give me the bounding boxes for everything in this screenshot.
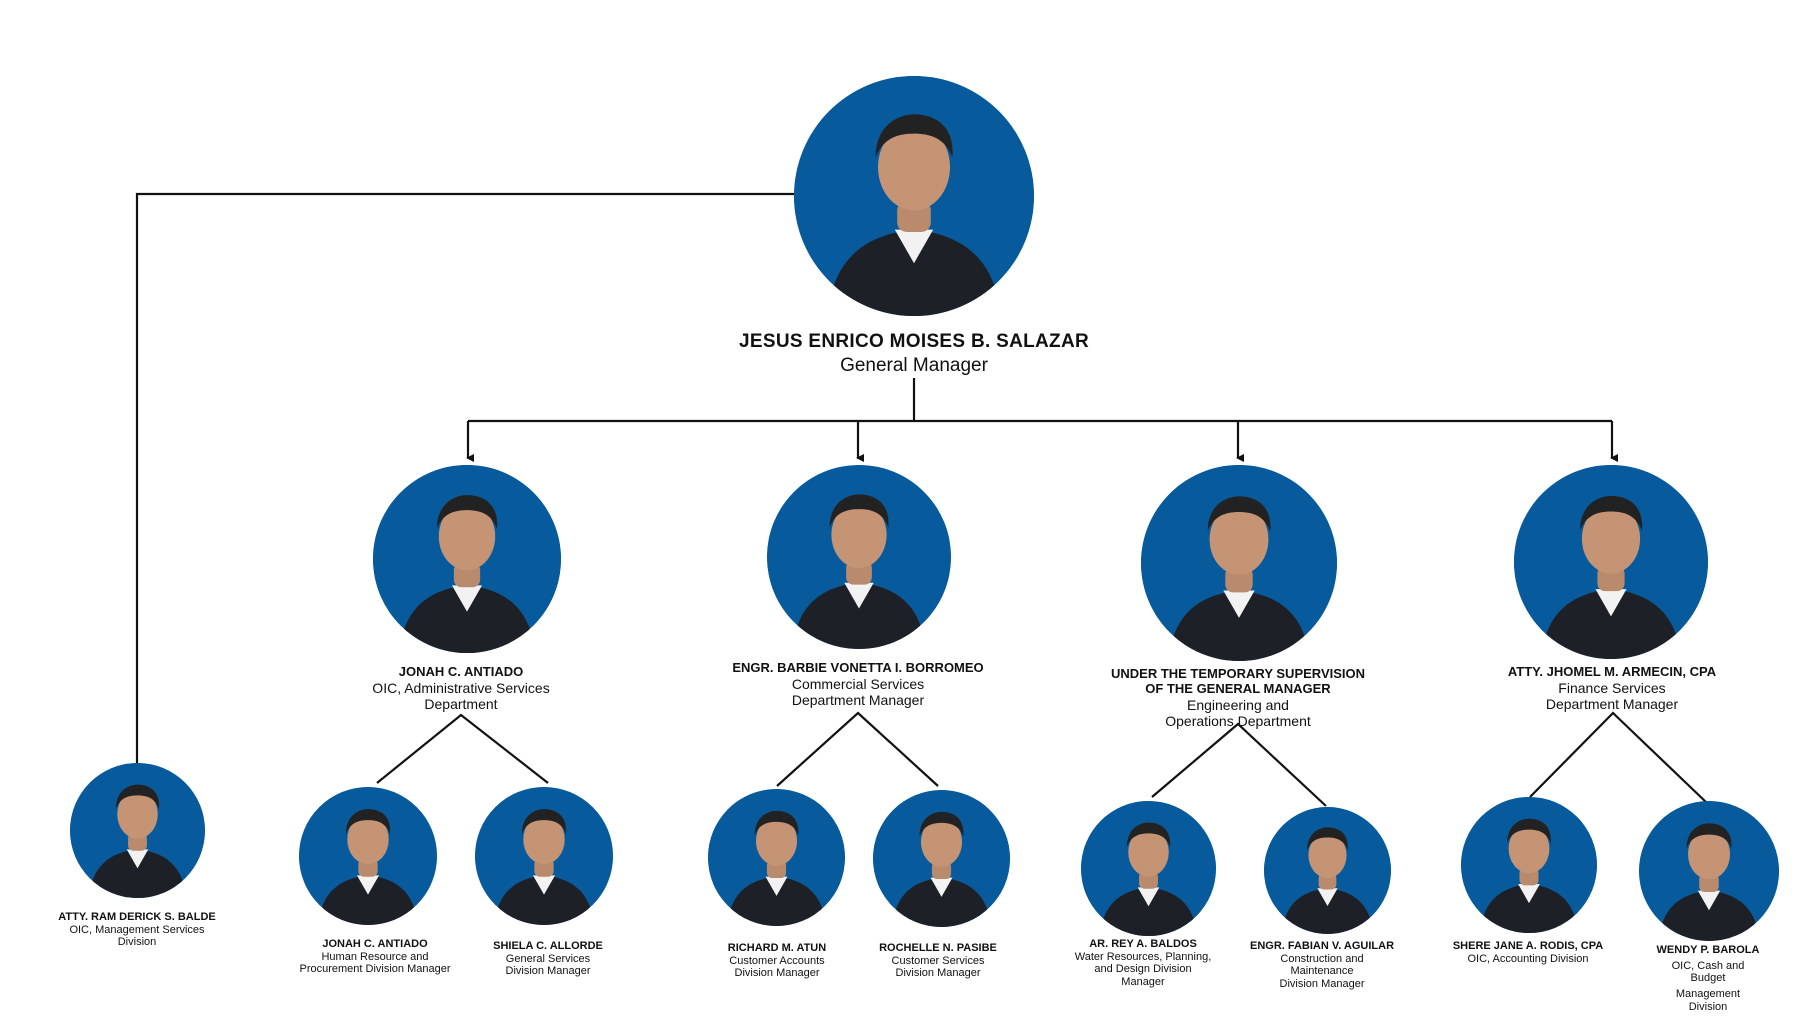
customer-accounts-label: RICHARD M. ATUN Customer Accounts Divisi… [728, 942, 826, 980]
line-admin-divisions [376, 713, 549, 784]
finance-department-title-2: Department Manager [1545, 696, 1679, 713]
management-services-name: ATTY. RAM DERICK S. BALDE [58, 911, 216, 923]
portrait-silhouette-icon [1081, 801, 1216, 936]
engineering-department-title-1: Engineering and [1187, 696, 1289, 713]
finance-department-label: ATTY. JHOMEL M. ARMECIN, CPA Finance Ser… [1507, 664, 1717, 713]
general-services-name: SHIELA C. ALLORDE [493, 940, 603, 952]
line-gm-to-management-services [135, 192, 795, 763]
avatar-accounting [1461, 797, 1597, 933]
line-engineering-divisions [1151, 722, 1327, 807]
avatar-finance-department [1514, 465, 1708, 659]
portrait-silhouette-icon [708, 789, 845, 926]
admin-department-title-1: OIC, Administrative Services [372, 679, 550, 696]
avatar-construction-maintenance [1264, 807, 1391, 934]
general-manager-title: General Manager [840, 354, 988, 376]
cash-budget-name: WENDY P. BAROLA [1656, 944, 1760, 956]
management-services-title-2: Division [117, 936, 157, 949]
customer-services-name: ROCHELLE N. PASIBE [879, 942, 997, 954]
construction-maintenance-label: ENGR. FABIAN V. AGUILAR Construction and… [1250, 940, 1394, 991]
finance-department-title-1: Finance Services [1558, 679, 1666, 696]
hr-procurement-title-1: Human Resource and [321, 950, 429, 963]
line-finance-divisions [1529, 711, 1708, 804]
portrait-silhouette-icon [70, 763, 205, 898]
avatar-customer-accounts [708, 789, 845, 926]
portrait-silhouette-icon [794, 76, 1034, 316]
management-services-label: ATTY. RAM DERICK S. BALDE OIC, Managemen… [58, 911, 215, 949]
water-resources-title-3: Manager [1121, 975, 1165, 988]
customer-services-title-2: Division Manager [895, 967, 981, 980]
admin-department-title-2: Department [424, 696, 498, 713]
avatar-engineering-department [1141, 465, 1337, 661]
management-services-title-1: OIC, Management Services [69, 923, 205, 936]
portrait-silhouette-icon [475, 787, 613, 925]
construction-maintenance-title-2: Maintenance [1290, 965, 1354, 978]
commercial-department-title-1: Commercial Services [791, 675, 925, 692]
commercial-department-label: ENGR. BARBIE VONETTA I. BORROMEO Commerc… [732, 660, 984, 709]
cash-budget-title-1: OIC, Cash and Budget [1671, 959, 1745, 985]
hr-procurement-name: JONAH C. ANTIADO [322, 938, 428, 950]
engineering-department-name: UNDER THE TEMPORARY SUPERVISION OF THE G… [1110, 666, 1366, 696]
water-resources-label: AR. REY A. BALDOS Water Resources, Plann… [1075, 938, 1212, 989]
customer-accounts-name: RICHARD M. ATUN [727, 942, 827, 954]
accounting-name: SHERE JANE A. RODIS, CPA [1452, 940, 1604, 952]
accounting-title-1: OIC, Accounting Division [1467, 952, 1589, 965]
avatar-management-services [70, 763, 205, 898]
customer-accounts-title-1: Customer Accounts [729, 954, 825, 967]
water-resources-title-1: Water Resources, Planning, [1074, 950, 1212, 963]
portrait-silhouette-icon [1141, 465, 1337, 661]
avatar-admin-department [373, 465, 561, 653]
finance-department-name: ATTY. JHOMEL M. ARMECIN, CPA [1507, 664, 1717, 679]
general-services-title-2: Division Manager [505, 965, 591, 978]
water-resources-name: AR. REY A. BALDOS [1089, 938, 1197, 950]
portrait-silhouette-icon [1264, 807, 1391, 934]
engineering-department-title-2: Operations Department [1165, 712, 1311, 729]
general-manager-label: JESUS ENRICO MOISES B. SALAZAR General M… [739, 331, 1089, 377]
customer-services-title-1: Customer Services [891, 954, 985, 967]
general-services-title-1: General Services [505, 952, 591, 965]
portrait-silhouette-icon [373, 465, 561, 653]
portrait-silhouette-icon [767, 465, 951, 649]
cash-budget-title-2: Management Division [1675, 987, 1741, 1013]
avatar-cash-budget [1639, 801, 1779, 941]
portrait-silhouette-icon [873, 790, 1010, 927]
customer-accounts-title-2: Division Manager [734, 967, 820, 980]
avatar-water-resources [1081, 801, 1216, 936]
avatar-commercial-department [767, 465, 951, 649]
hr-procurement-title-2: Procurement Division Manager [299, 963, 451, 976]
construction-maintenance-name: ENGR. FABIAN V. AGUILAR [1249, 940, 1395, 952]
avatar-general-manager [794, 76, 1034, 316]
portrait-silhouette-icon [1639, 801, 1779, 941]
admin-department-label: JONAH C. ANTIADO OIC, Administrative Ser… [372, 664, 550, 713]
line-commercial-divisions [776, 711, 939, 787]
cash-budget-label: WENDY P. BAROLA OIC, Cash and Budget Man… [1657, 944, 1760, 1013]
hr-procurement-label: JONAH C. ANTIADO Human Resource and Proc… [299, 938, 450, 976]
commercial-department-title-2: Department Manager [791, 692, 925, 709]
accounting-label: SHERE JANE A. RODIS, CPA OIC, Accounting… [1453, 940, 1603, 965]
customer-services-label: ROCHELLE N. PASIBE Customer Services Div… [879, 942, 997, 980]
portrait-silhouette-icon [299, 787, 437, 925]
admin-department-name: JONAH C. ANTIADO [398, 664, 524, 679]
portrait-silhouette-icon [1514, 465, 1708, 659]
avatar-customer-services [873, 790, 1010, 927]
commercial-department-name: ENGR. BARBIE VONETTA I. BORROMEO [732, 660, 984, 675]
portrait-silhouette-icon [1461, 797, 1597, 933]
general-services-label: SHIELA C. ALLORDE General Services Divis… [493, 940, 603, 978]
general-manager-name: JESUS ENRICO MOISES B. SALAZAR [739, 331, 1089, 352]
avatar-general-services [475, 787, 613, 925]
avatar-hr-procurement [299, 787, 437, 925]
construction-maintenance-title-1: Construction and [1280, 952, 1364, 965]
construction-maintenance-title-3: Division Manager [1279, 977, 1365, 990]
water-resources-title-2: and Design Division [1094, 963, 1192, 976]
engineering-department-label: UNDER THE TEMPORARY SUPERVISION OF THE G… [1103, 666, 1373, 729]
